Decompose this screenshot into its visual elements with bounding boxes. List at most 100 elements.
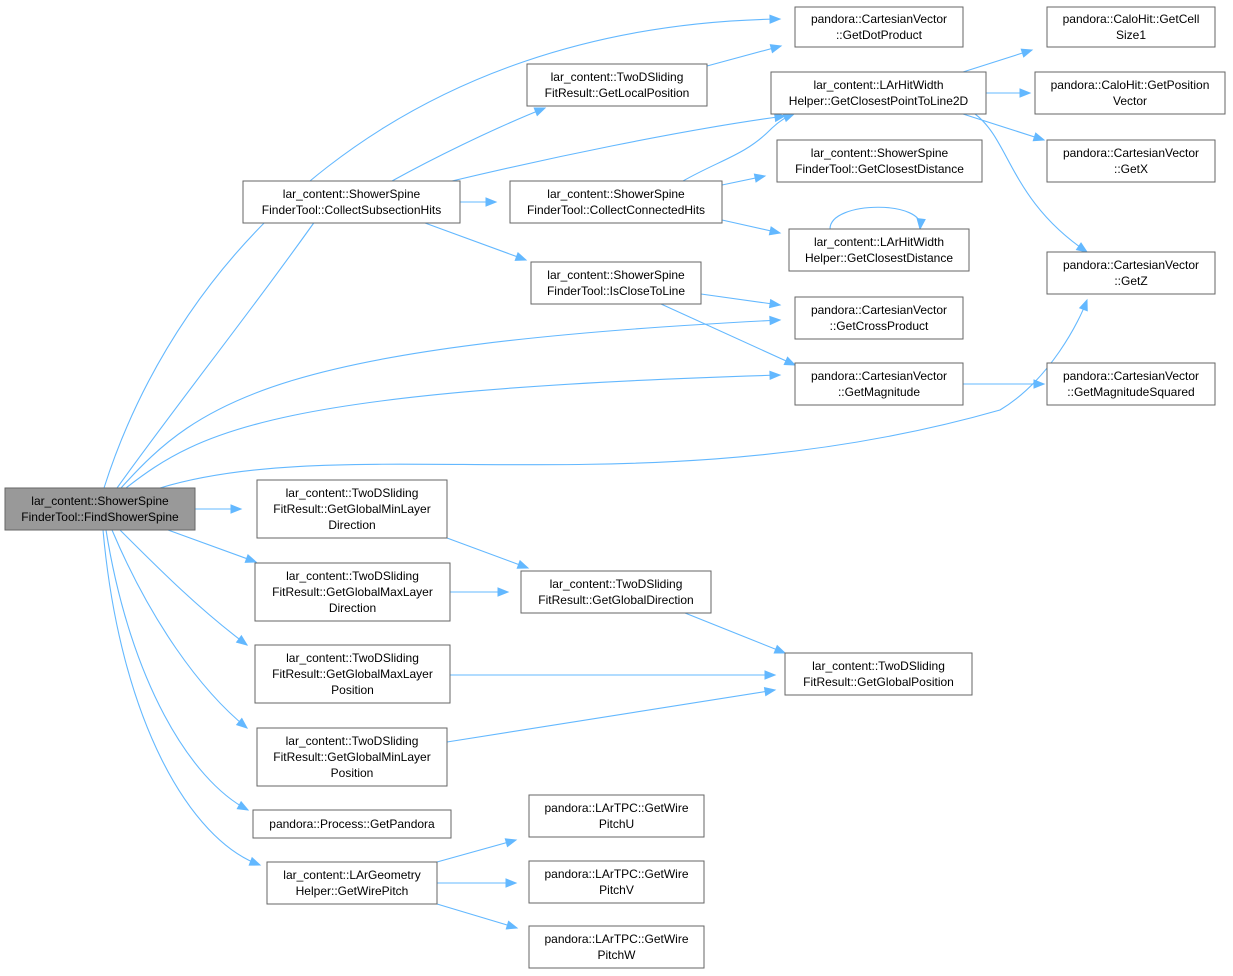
node-collectSubsectionHits[interactable]: lar_content::ShowerSpineFinderTool::Coll… — [242, 180, 461, 224]
edge-arrowhead — [764, 670, 777, 680]
edge-getClosestPointToLine2D-to-getZ — [974, 113, 1089, 253]
node-box — [528, 860, 705, 904]
node-label-line: ::GetX — [1114, 162, 1148, 176]
node-box — [254, 644, 451, 704]
edge-arrowhead — [504, 838, 518, 848]
edge-getGlobalDirection-to-getGlobalPosition — [684, 612, 787, 654]
node-label-line: lar_content::TwoDSliding — [551, 70, 684, 84]
node-box — [256, 479, 448, 539]
edge-arrowhead — [497, 587, 510, 597]
node-label-line: Size1 — [1116, 28, 1146, 42]
edge-line — [105, 529, 249, 811]
edge-collectConnectedHits-to-getClosestDistanceHelper — [721, 219, 782, 236]
node-findShowerSpine[interactable]: lar_content::ShowerSpineFinderTool::Find… — [4, 487, 196, 531]
edge-findShowerSpine-to-getCrossProduct — [120, 315, 782, 489]
node-box — [528, 794, 705, 838]
node-label-line: Direction — [328, 518, 375, 532]
node-getMagnitude[interactable]: pandora::CartesianVector::GetMagnitude — [794, 362, 964, 406]
node-label-line: FitResult::GetGlobalMinLayer — [273, 502, 430, 516]
edge-arrowhead — [753, 173, 767, 183]
node-getWirePitch[interactable]: lar_content::LArGeometryHelper::GetWireP… — [266, 861, 438, 905]
edge-getGlobalMaxLayerPosition-to-getGlobalPosition — [450, 670, 777, 680]
node-getX[interactable]: pandora::CartesianVector::GetX — [1046, 139, 1216, 183]
node-getGlobalMaxLayerDirection[interactable]: lar_content::TwoDSlidingFitResult::GetGl… — [254, 562, 451, 622]
edge-findShowerSpine-to-getPandora — [105, 529, 250, 811]
edge-line — [446, 537, 529, 569]
node-box — [1034, 71, 1226, 115]
node-getGlobalMinLayerPosition[interactable]: lar_content::TwoDSlidingFitResult::GetGl… — [256, 727, 448, 787]
node-getClosestDistanceHelper[interactable]: lar_content::LArHitWidthHelper::GetClose… — [788, 228, 970, 272]
node-getPandora[interactable]: pandora::Process::GetPandora — [252, 809, 452, 839]
node-label-line: pandora::CaloHit::GetCell — [1063, 12, 1200, 26]
node-isCloseToLine[interactable]: lar_content::ShowerSpineFinderTool::IsCl… — [530, 261, 702, 305]
edge-line — [119, 529, 248, 646]
edge-arrowhead — [516, 559, 530, 569]
node-label-line: ::GetZ — [1114, 274, 1147, 288]
edge-arrowhead — [230, 504, 243, 514]
edge-line — [962, 113, 1045, 141]
edge-findShowerSpine-to-collectSubsectionHits — [116, 198, 331, 489]
node-label-line: FitResult::GetGlobalPosition — [803, 675, 954, 689]
node-label-line: pandora::CartesianVector — [1063, 146, 1199, 160]
edge-line — [120, 319, 781, 489]
edge-arrowhead — [769, 370, 782, 381]
node-getLocalPosition[interactable]: lar_content::TwoDSlidingFitResult::GetLo… — [526, 63, 708, 107]
node-box — [784, 652, 973, 696]
node-getMagnitudeSquared[interactable]: pandora::CartesianVector::GetMagnitudeSq… — [1046, 362, 1216, 406]
edge-arrowhead — [505, 878, 518, 888]
edge-collectSubsectionHits-to-getClosestPointToLine2D — [451, 112, 787, 182]
node-getGlobalDirection[interactable]: lar_content::TwoDSlidingFitResult::GetGl… — [520, 570, 712, 614]
node-getGlobalMinLayerDirection[interactable]: lar_content::TwoDSlidingFitResult::GetGl… — [256, 479, 448, 539]
edge-arrowhead — [763, 686, 777, 697]
node-box — [794, 6, 964, 48]
node-label-line: FinderTool::CollectConnectedHits — [527, 203, 705, 217]
node-box — [794, 362, 964, 406]
node-label-line: ::GetDotProduct — [836, 28, 923, 42]
node-getClosestDistanceTool[interactable]: lar_content::ShowerSpineFinderTool::GetC… — [776, 139, 983, 183]
edge-arrowhead — [1019, 88, 1032, 98]
node-label-line: lar_content::ShowerSpine — [283, 187, 421, 201]
node-label-line: PitchV — [599, 883, 634, 897]
node-getDotProduct[interactable]: pandora::CartesianVector::GetDotProduct — [794, 6, 964, 48]
node-getZ[interactable]: pandora::CartesianVector::GetZ — [1046, 251, 1216, 295]
edge-arrowhead — [514, 251, 528, 261]
edge-line — [111, 529, 248, 729]
node-collectConnectedHits[interactable]: lar_content::ShowerSpineFinderTool::Coll… — [509, 180, 723, 224]
node-box — [266, 861, 438, 905]
node-label-line: pandora::CartesianVector — [1063, 258, 1199, 272]
edge-findShowerSpine-to-getGlobalMinLayerPosition — [111, 529, 249, 729]
node-getGlobalMaxLayerPosition[interactable]: lar_content::TwoDSlidingFitResult::GetGl… — [254, 644, 451, 704]
edge-getMagnitude-to-getMagnitudeSquared — [963, 379, 1046, 389]
node-label-line: FinderTool::FindShowerSpine — [21, 510, 179, 524]
edge-arrowhead — [768, 298, 782, 309]
node-getCrossProduct[interactable]: pandora::CartesianVector::GetCrossProduc… — [794, 296, 964, 340]
node-box — [788, 228, 970, 272]
edge-line — [436, 903, 518, 929]
node-label-line: FitResult::GetGlobalMaxLayer — [272, 585, 433, 599]
node-box — [776, 139, 983, 183]
node-box — [526, 63, 708, 107]
node-box — [1046, 139, 1216, 183]
edge-isCloseToLine-to-getCrossProduct — [700, 293, 782, 309]
node-label-line: pandora::LArTPC::GetWire — [544, 801, 688, 815]
node-label-line: FinderTool::GetClosestDistance — [795, 162, 964, 176]
node-label-line: pandora::CartesianVector — [1063, 369, 1199, 383]
edge-collectConnectedHits-to-getClosestDistanceTool — [721, 173, 767, 186]
edge-arrowhead — [485, 197, 498, 207]
node-label-line: FitResult::GetGlobalDirection — [538, 593, 693, 607]
edge-arrowhead — [768, 226, 782, 236]
node-getGlobalPosition[interactable]: lar_content::TwoDSlidingFitResult::GetGl… — [784, 652, 973, 696]
node-box — [254, 562, 451, 622]
edge-arrowhead — [533, 107, 547, 117]
node-getClosestPointToLine2D[interactable]: lar_content::LArHitWidthHelper::GetClose… — [770, 71, 987, 115]
node-label-line: Position — [331, 766, 374, 780]
edge-arrowhead — [1078, 298, 1088, 312]
node-box — [242, 180, 461, 224]
edge-line — [829, 206, 921, 230]
edge-isCloseToLine-to-getMagnitude — [660, 303, 797, 366]
